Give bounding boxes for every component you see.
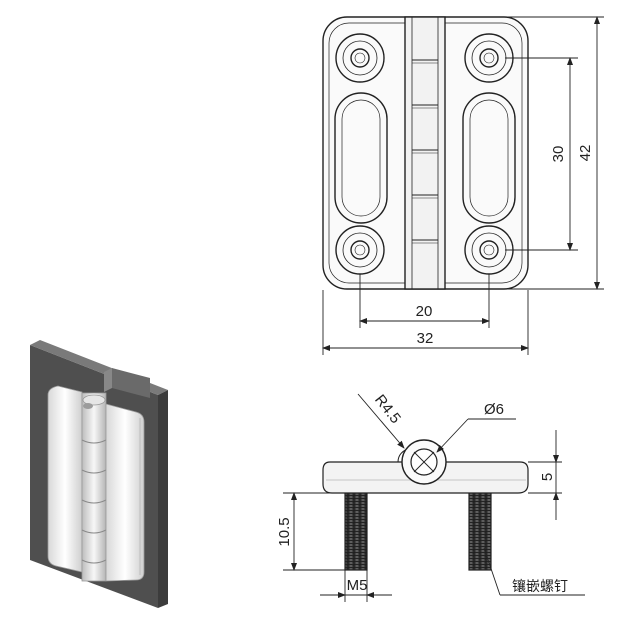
dim-label-thread: M5 bbox=[347, 577, 368, 594]
stud-note-label: 镶嵌螺钉 bbox=[512, 578, 568, 595]
leader-radius bbox=[357, 393, 405, 449]
dim-label-thickness: 5 bbox=[539, 473, 556, 481]
leader-stud-note bbox=[483, 547, 501, 596]
top-view-dimensions bbox=[322, 16, 604, 355]
dim-label-height-holes: 30 bbox=[550, 146, 567, 163]
dim-label-stud-length: 10.5 bbox=[276, 517, 293, 546]
dim-label-height-outer: 42 bbox=[577, 145, 594, 162]
dim-label-width-outer: 32 bbox=[417, 330, 434, 347]
top-left-hole bbox=[335, 33, 385, 83]
hinge-3d-icon bbox=[30, 340, 168, 608]
dim-label-diameter: Ø6 bbox=[484, 401, 504, 418]
dim-label-width-holes: 20 bbox=[416, 303, 433, 320]
side-view bbox=[322, 439, 529, 571]
top-view bbox=[322, 16, 529, 290]
dim-label-radius: R4.5 bbox=[371, 392, 404, 427]
left-slot bbox=[334, 92, 388, 224]
knuckle-segments bbox=[412, 59, 438, 244]
side-view-dimensions bbox=[283, 393, 585, 602]
stud-left bbox=[344, 491, 368, 571]
right-slot bbox=[462, 92, 516, 224]
